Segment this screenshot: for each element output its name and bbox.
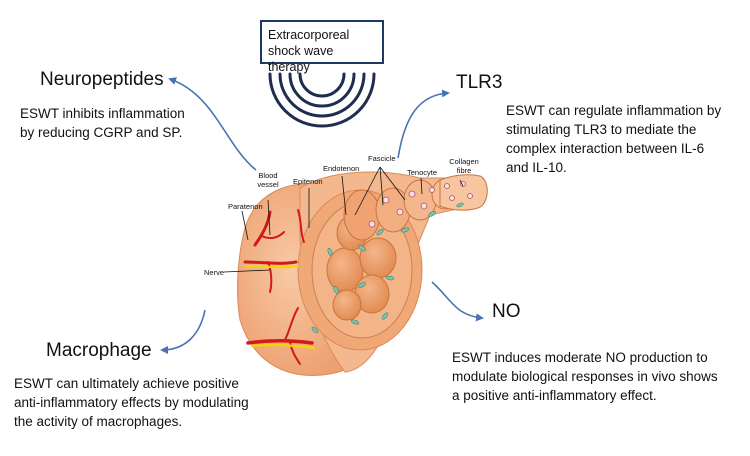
tendon-illustration — [223, 166, 488, 377]
label-blood-line1: Blood — [258, 171, 278, 180]
label-collagen-line2: fibre — [456, 166, 472, 175]
label-epitenon: Epitenon — [293, 177, 323, 186]
arrow-to-no — [431, 281, 484, 322]
tlr3-desc-line1: ESWT can regulate inflammation by — [506, 103, 722, 118]
macrophage-desc-line1: ESWT can ultimately achieve positive — [14, 376, 239, 391]
tlr3-desc-line3: complex interaction between IL-6 — [506, 141, 705, 156]
eswt-box-line1: Extracorporeal — [268, 28, 350, 42]
shock-wave-icon — [268, 72, 376, 128]
label-collagen-line1: Collagen — [449, 157, 479, 166]
neuropeptides-desc-line1: ESWT inhibits inflammation — [20, 106, 185, 121]
label-endotenon: Endotenon — [323, 164, 360, 173]
tlr3-desc-line2: stimulating TLR3 to mediate the — [506, 122, 697, 137]
label-paratenon: Paratenon — [228, 202, 263, 211]
label-tenocyte: Tenocyte — [407, 168, 438, 177]
macrophage-description: ESWT can ultimately achieve positive ant… — [14, 374, 284, 431]
macrophage-desc-line3: the activity of macrophages. — [14, 414, 183, 429]
no-desc-line2: modulate biological responses in vivo sh… — [452, 369, 718, 384]
eswt-box-line2: shock wave therapy — [268, 44, 334, 74]
tlr3-title: TLR3 — [456, 72, 503, 93]
neuropeptides-desc-line2: by reducing CGRP and SP. — [20, 125, 183, 140]
label-blood-vessel: Blood vessel — [253, 171, 283, 189]
arrow-to-macrophage — [160, 309, 206, 354]
no-desc-line3: a positive anti-inflammatory effect. — [452, 388, 657, 403]
tlr3-description: ESWT can regulate inflammation by stimul… — [506, 101, 746, 177]
label-fascicle: Fascicle — [368, 154, 396, 163]
neuropeptides-title: Neuropeptides — [40, 69, 164, 90]
no-title: NO — [492, 301, 521, 322]
label-blood-line2: vessel — [257, 180, 279, 189]
no-description: ESWT induces moderate NO production to m… — [452, 348, 744, 405]
label-collagen-fibre: Collagen fibre — [448, 157, 480, 175]
label-nerve: Nerve — [204, 268, 225, 277]
arrow-to-tlr3 — [397, 89, 450, 159]
tlr3-desc-line4: and IL-10. — [506, 160, 567, 175]
no-desc-line1: ESWT induces moderate NO production to — [452, 350, 708, 365]
arrow-to-neuropeptides — [168, 77, 257, 171]
neuropeptides-description: ESWT inhibits inflammation by reducing C… — [20, 104, 240, 142]
macrophage-desc-line2: anti-inflammatory effects by modulating — [14, 395, 249, 410]
eswt-source-box: Extracorporeal shock wave therapy — [260, 20, 384, 74]
macrophage-title: Macrophage — [46, 340, 152, 361]
